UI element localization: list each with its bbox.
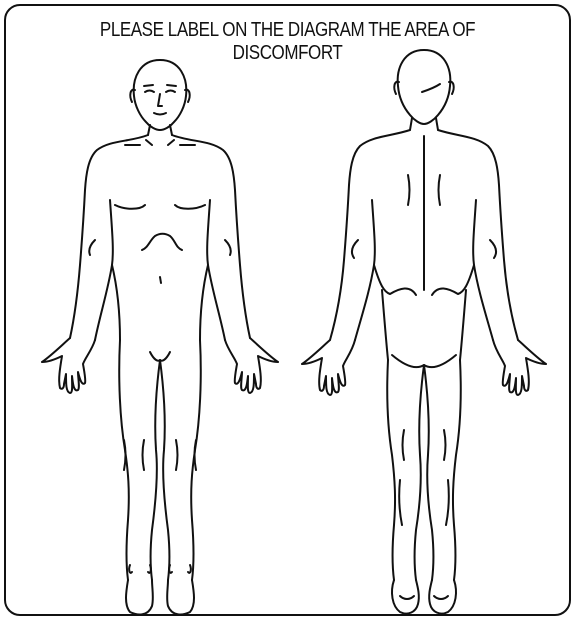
back-hair-mark [422,84,440,92]
back-legs [387,360,461,580]
back-left-hand [302,340,355,395]
back-hips [382,290,466,360]
back-calves [399,480,449,525]
back-left-foot [392,580,419,614]
back-right-foot [429,580,456,614]
back-knees [403,430,446,460]
back-head [398,50,451,124]
back-right-hand [493,340,546,395]
